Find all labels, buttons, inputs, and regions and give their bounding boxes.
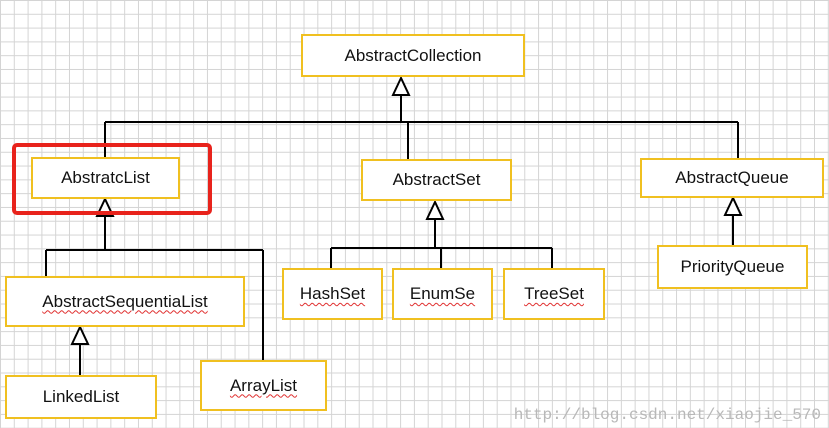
highlight-box: [12, 143, 212, 215]
node-abstractlist: AbstratcList: [31, 157, 180, 199]
node-label: ArrayList: [229, 375, 298, 395]
node-priorityqueue: PriorityQueue: [657, 245, 808, 289]
node-abstractsequentiallist: AbstractSequentiaList: [5, 276, 245, 327]
node-enumset: EnumSe: [392, 268, 493, 320]
node-label: LinkedList: [42, 387, 120, 406]
node-label: TreeSet: [524, 284, 584, 303]
node-label: PriorityQueue: [680, 257, 785, 276]
node-label: AbstratcList: [61, 168, 150, 187]
inheritance-arrow-collection: [391, 75, 411, 96]
node-hashset: HashSet: [282, 268, 383, 320]
node-label: AbstractSet: [392, 170, 481, 189]
node-label: AbstractSequentiaList: [42, 291, 208, 311]
node-label: HashSet: [299, 284, 366, 303]
inheritance-arrow-sequentiallist: [70, 324, 90, 345]
node-treeset: TreeSet: [503, 268, 605, 320]
watermark-text: http://blog.csdn.net/xiaojie_570: [513, 406, 821, 424]
node-arraylist: ArrayList: [200, 360, 327, 411]
node-label: AbstractCollection: [344, 45, 482, 65]
inheritance-arrow-queue: [723, 195, 743, 216]
node-abstractcollection: AbstractCollection: [301, 34, 525, 77]
node-label: EnumSe: [409, 284, 476, 303]
node-label: AbstractQueue: [675, 168, 789, 187]
inheritance-arrow-set: [425, 199, 445, 220]
node-linkedlist: LinkedList: [5, 375, 157, 419]
node-abstractqueue: AbstractQueue: [640, 158, 824, 198]
node-abstractset: AbstractSet: [361, 159, 512, 201]
